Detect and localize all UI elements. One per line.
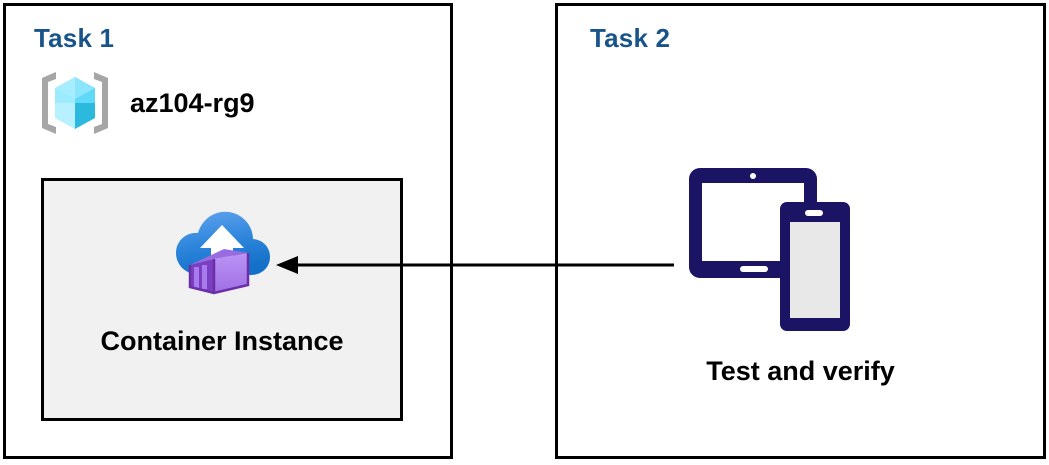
task-1-heading: Task 1	[34, 23, 115, 53]
task-2-panel: Task 2 Test and verify	[555, 3, 1046, 459]
task-2-heading: Task 2	[590, 23, 671, 53]
resource-group-label: az104-rg9	[130, 87, 255, 118]
azure-resource-group-icon	[36, 68, 114, 138]
container-instance-label: Container Instance	[100, 326, 344, 356]
task-1-panel: Task 1	[3, 3, 453, 459]
container-instance-card: Container Instance	[41, 178, 403, 421]
test-and-verify-label: Test and verify	[706, 356, 895, 386]
resource-group-row: az104-rg9	[36, 68, 255, 138]
